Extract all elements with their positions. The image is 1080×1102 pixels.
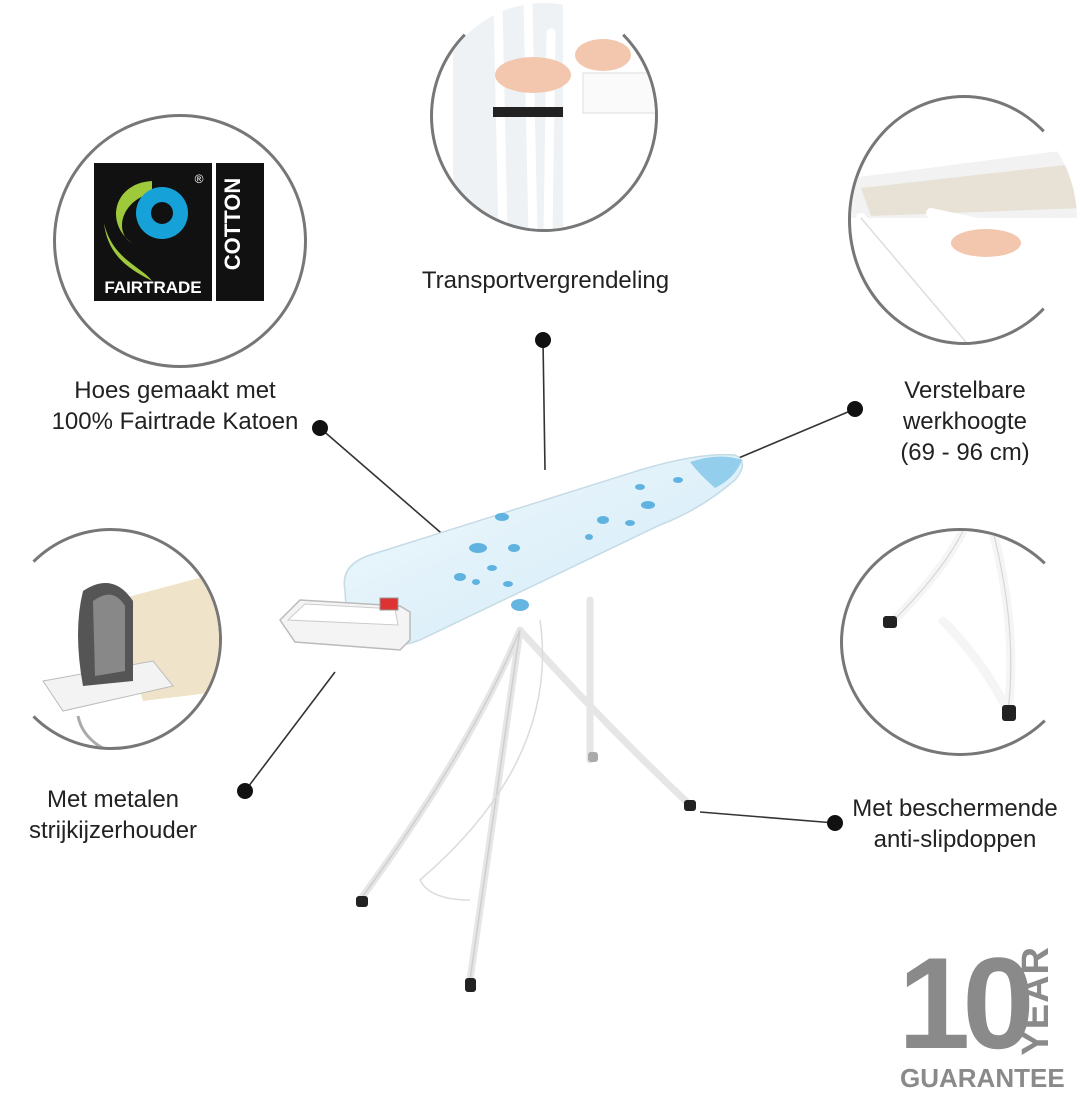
foot-cap: [1002, 705, 1016, 721]
foot-cap: [883, 616, 897, 628]
fairtrade-brand-text: FAIRTRADE: [104, 278, 201, 297]
guarantee-number: 10: [898, 930, 1035, 1076]
height-adjust-circle: [848, 95, 1080, 345]
foot-cap: [465, 978, 476, 992]
control-switch: [379, 597, 399, 611]
guarantee-unit: YEAR: [1015, 946, 1057, 1056]
connector-line-cover: [319, 427, 456, 546]
iron-holder-circle: [0, 528, 222, 750]
dot-iron: [237, 783, 253, 799]
label-transport-lock: Transportvergrendeling: [421, 267, 670, 294]
dot-transport: [535, 332, 551, 348]
hand-icon: [951, 229, 1021, 257]
hand-icon: [495, 57, 571, 93]
dot-feet: [827, 815, 843, 831]
dot-cover: [312, 420, 328, 436]
connector-line-feet: [699, 811, 836, 824]
anti-slip-circle: [840, 528, 1080, 756]
dot-height: [847, 401, 863, 417]
label-iron-holder: Met metalen strijkijzerhouder: [28, 786, 198, 844]
fairtrade-logo: FAIRTRADE COTTON ®: [94, 163, 264, 301]
foot-cap: [356, 896, 368, 907]
guarantee-word: GUARANTEE: [900, 1063, 1065, 1093]
water-droplets: [454, 477, 683, 611]
connector-line-iron: [244, 671, 336, 792]
registered-mark: ®: [195, 172, 204, 186]
foot-cap: [588, 752, 598, 762]
label-adjustable-height: Verstelbare werkhoogte (69 - 96 cm): [900, 377, 1030, 466]
transport-lock-circle: [430, 0, 658, 232]
label-fairtrade-cover: Hoes gemaakt met 100% Fairtrade Katoen: [51, 377, 299, 435]
connector-line-transport: [542, 339, 546, 471]
guarantee-badge: 10 YEAR GUARANTEE: [898, 930, 1065, 1094]
foot-cap: [684, 800, 696, 811]
label-anti-slip: Met beschermende anti-slipdoppen: [852, 795, 1058, 853]
board-legs: [356, 596, 694, 984]
fairtrade-material-text: COTTON: [220, 178, 245, 270]
